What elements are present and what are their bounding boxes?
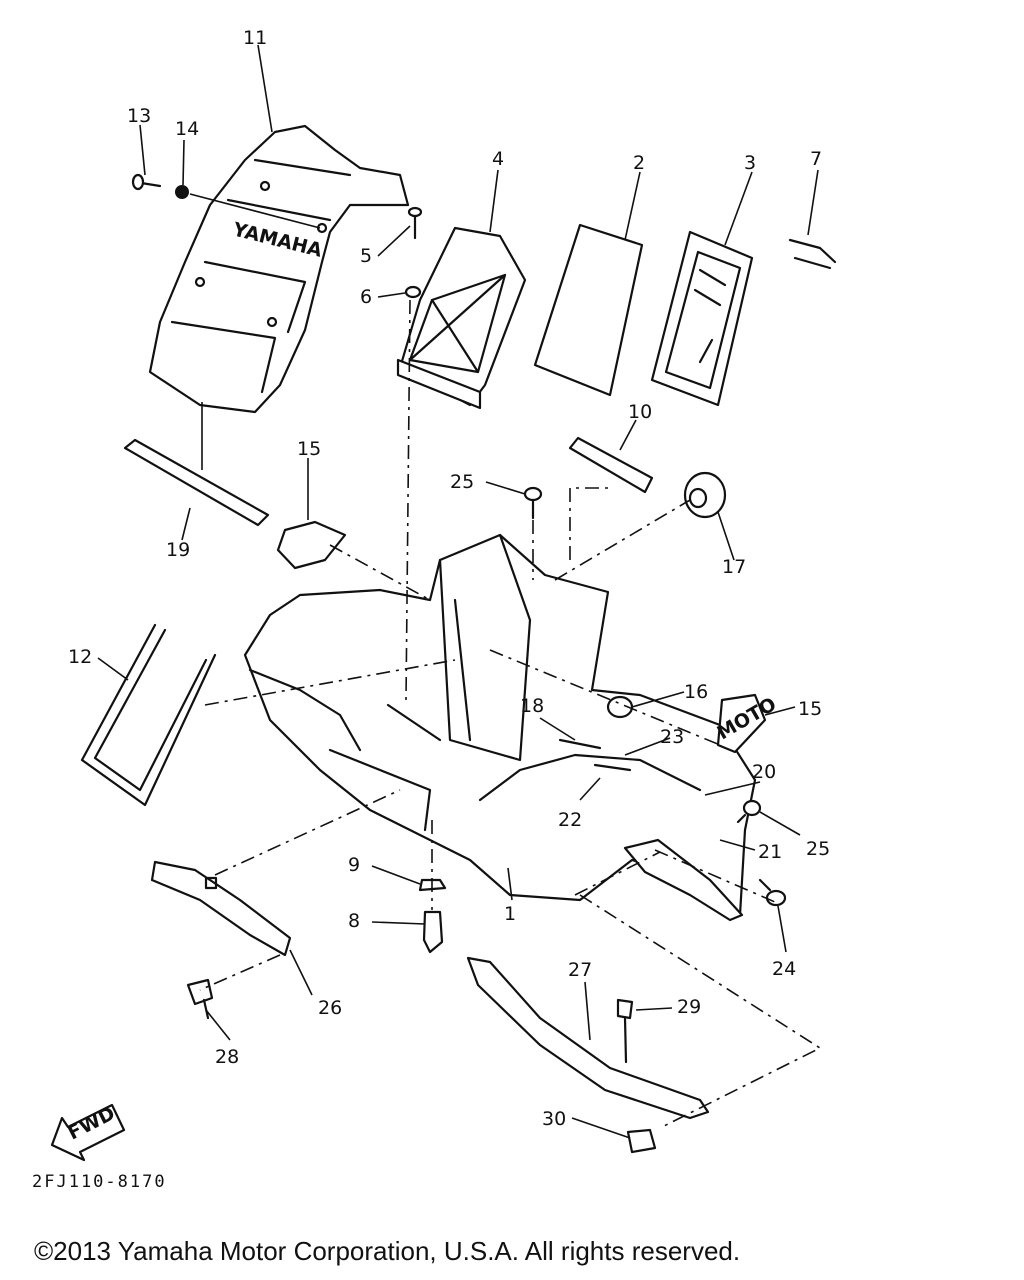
stay-26 <box>150 860 292 957</box>
centre-lines <box>199 299 822 1129</box>
callout-28: 28 <box>215 1046 239 1068</box>
callout-12: 12 <box>68 646 92 668</box>
callout-20: 20 <box>752 761 776 783</box>
callout-7: 7 <box>810 148 822 170</box>
callout-17: 17 <box>722 556 746 578</box>
callout-5: 5 <box>360 245 372 267</box>
callout-24: 24 <box>772 958 796 980</box>
callout-10: 10 <box>628 401 652 423</box>
callout-1: 1 <box>504 903 516 925</box>
front-fender-body <box>243 533 757 917</box>
callout-18: 18 <box>520 695 544 717</box>
callout-27: 27 <box>568 959 592 981</box>
callout-23: 23 <box>660 726 684 748</box>
copyright-notice: ©2013 Yamaha Motor Corporation, U.S.A. A… <box>34 1236 741 1266</box>
callouts: 11 13 14 4 2 3 7 5 6 10 15 25 19 17 12 1… <box>68 27 830 1130</box>
leader-lines <box>97 44 819 1139</box>
emblem-15: MOTO <box>714 693 780 754</box>
seal-strip-10 <box>568 436 654 494</box>
callout-16: 16 <box>684 681 708 703</box>
fwd-arrow-icon: FWD <box>50 1102 126 1162</box>
callout-22: 22 <box>558 809 582 831</box>
nut-30 <box>626 1128 657 1154</box>
fastener-8 <box>422 910 444 954</box>
bolt-13 <box>131 173 162 191</box>
figure-code: 2FJ110-8170 <box>32 1172 167 1192</box>
bracket-15-left <box>276 520 347 570</box>
nut-6 <box>404 285 422 299</box>
nut-14 <box>175 185 189 199</box>
callout-26: 26 <box>318 997 342 1019</box>
callout-25-right: 25 <box>806 838 830 860</box>
callout-9: 9 <box>348 854 360 876</box>
bolt-29 <box>616 998 634 1064</box>
meter-bracket <box>396 226 527 410</box>
grommet-17 <box>683 471 727 519</box>
bolt-28 <box>186 978 214 1020</box>
screw-5 <box>407 206 423 240</box>
callout-13: 13 <box>127 105 151 127</box>
stay-27 <box>466 956 710 1120</box>
callout-4: 4 <box>492 148 504 170</box>
callout-2: 2 <box>633 152 645 174</box>
shroud-cover: YAMAHA <box>148 124 410 414</box>
callout-19: 19 <box>166 539 190 561</box>
callout-29: 29 <box>677 996 701 1018</box>
mud-flap-21 <box>623 838 744 922</box>
bolt-25-top <box>523 486 543 520</box>
callout-21: 21 <box>758 841 782 863</box>
seal-strip-19 <box>123 438 270 527</box>
callout-15-right: 15 <box>798 698 822 720</box>
callout-3: 3 <box>744 152 756 174</box>
callout-14: 14 <box>175 118 199 140</box>
callout-25-top: 25 <box>450 471 474 493</box>
lens-2 <box>533 223 644 397</box>
wire-clip-7 <box>788 238 837 270</box>
bolt-25-right <box>736 799 762 824</box>
seal-frame-12 <box>80 623 217 807</box>
callout-6: 6 <box>360 286 372 308</box>
callout-30: 30 <box>542 1108 566 1130</box>
callout-11: 11 <box>243 27 267 49</box>
grille-3 <box>650 230 754 407</box>
callout-8: 8 <box>348 910 360 932</box>
callout-15-left: 15 <box>297 438 321 460</box>
